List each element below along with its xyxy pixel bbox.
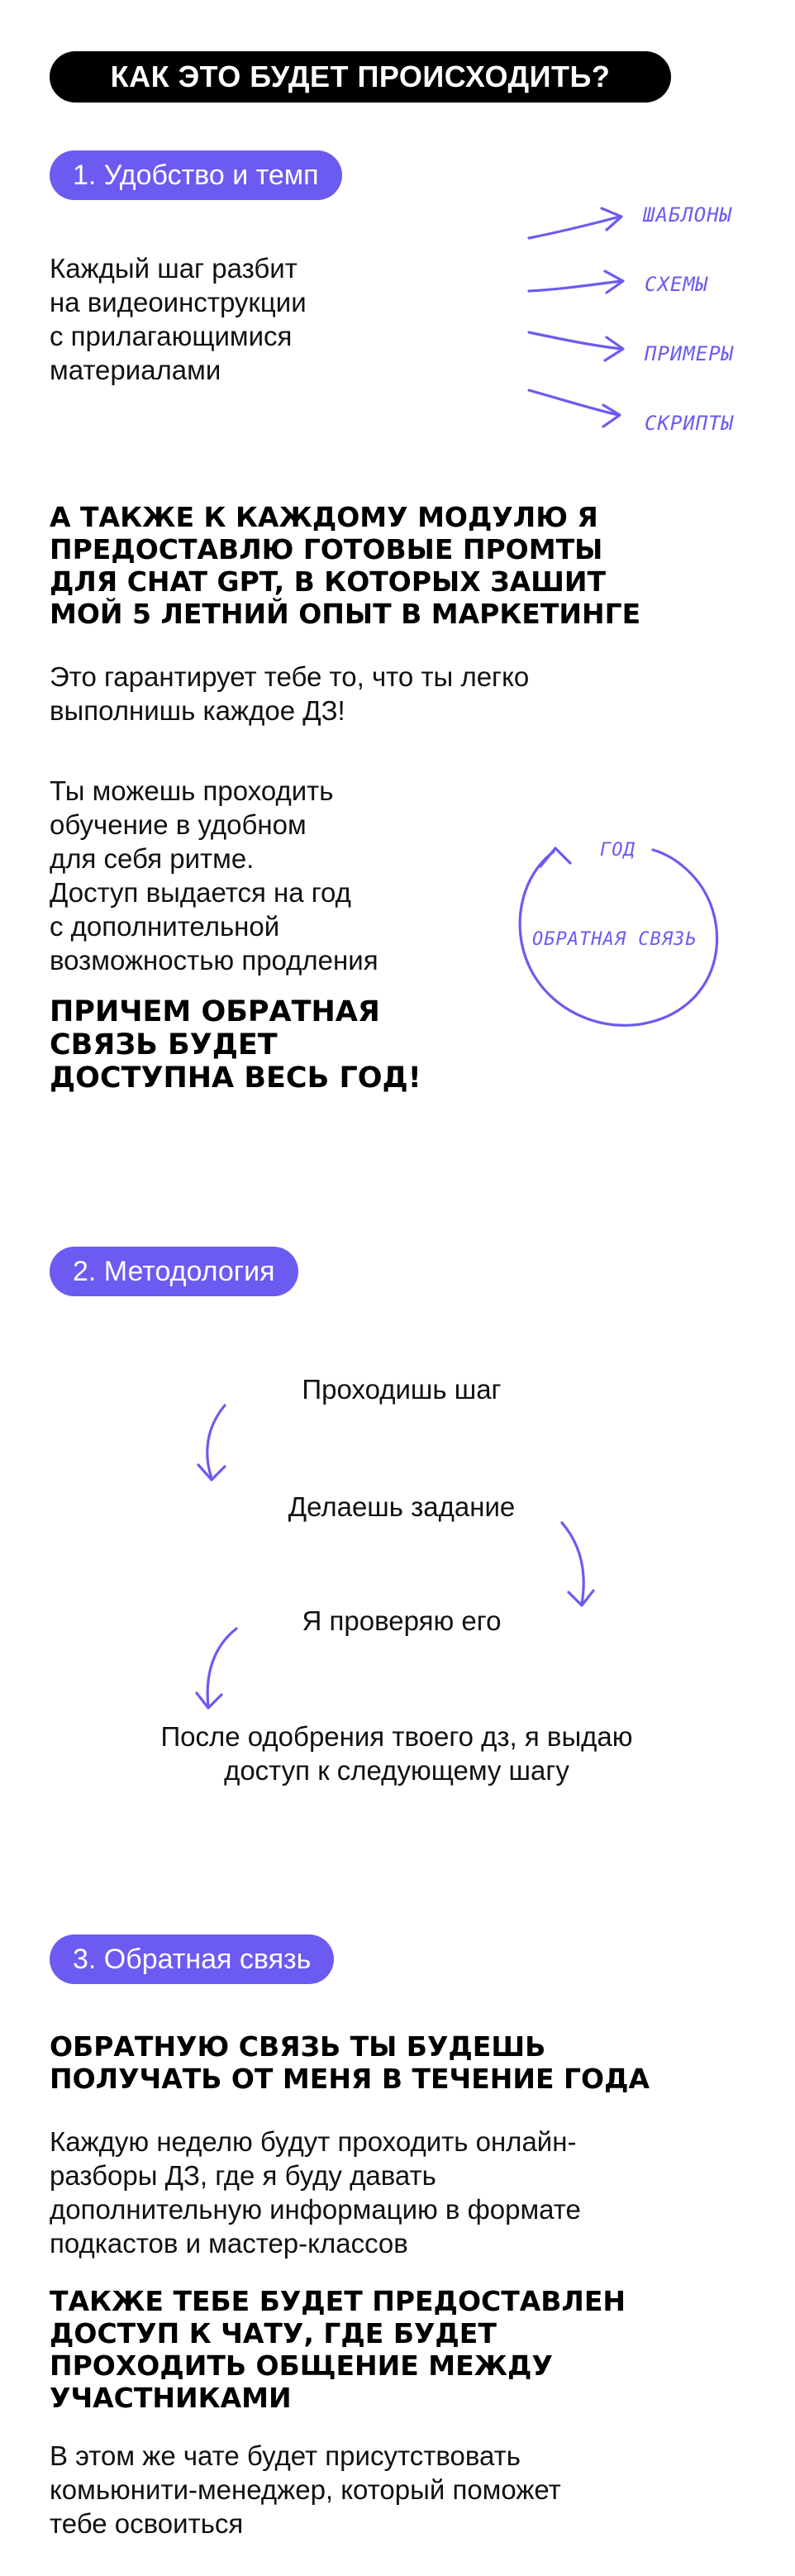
arrow-down-icon	[195, 1627, 238, 1710]
arrow-down-icon	[197, 1404, 226, 1481]
arrow-icon	[527, 331, 625, 362]
heading-line: УЧАСТНИКАМИ	[50, 2382, 292, 2414]
section-label-feedback: 3. Обратная связь	[50, 1934, 335, 1984]
cycle-label: ОБРАТНАЯ СВЯЗЬ	[532, 929, 697, 950]
arrow-icon	[527, 207, 623, 240]
heading-line: ДОСТУПНА ВЕСЬ ГОД!	[50, 1061, 421, 1095]
material-scripts: СКРИПТЫ	[645, 412, 735, 435]
text-line: Это гарантирует тебе то, что ты легко	[50, 661, 530, 692]
step-final: После одобрения твоего дз, я выдаю досту…	[66, 1720, 727, 1787]
text-line: дополнительную информацию в формате	[50, 2194, 581, 2225]
text-line: комьюнити-менеджер, который поможет	[50, 2474, 561, 2505]
step-check: Я проверяю его	[302, 1605, 502, 1636]
text-line: Каждый шаг разбит	[50, 253, 298, 284]
material-schemes: СХЕМЫ	[645, 273, 709, 296]
text-line: доступ к следующему шагу	[224, 1755, 569, 1786]
text-line: возможностью продления	[50, 945, 378, 976]
text-line: Доступ выдается на год	[50, 877, 351, 908]
heading-line: ПРИЧЕМ ОБРАТНАЯ	[50, 995, 380, 1028]
arrow-icon	[527, 389, 621, 428]
section-label-methodology: 2. Методология	[50, 1247, 298, 1296]
guarantee-text: Это гарантирует тебе то, что ты легко вы…	[50, 660, 777, 727]
pace-text: Ты можешь проходить обучение в удобном д…	[50, 774, 479, 977]
text-line: разборы ДЗ, где я буду давать	[50, 2160, 436, 2191]
heading-line: А ТАКЖЕ К КАЖДОМУ МОДУЛЮ Я	[50, 501, 598, 533]
text-line: материалами	[50, 355, 221, 385]
materials-arrows	[527, 207, 625, 428]
intro-text: Каждый шаг разбит на видеоинструкции с п…	[50, 251, 397, 387]
text-line: После одобрения твоего дз, я выдаю	[160, 1721, 633, 1752]
step-pass: Проходишь шаг	[302, 1374, 502, 1405]
heading-line: МОЙ 5 ЛЕТНИЙ ОПЫТ В МАРКЕТИНГЕ	[50, 598, 641, 630]
arrow-down-icon	[560, 1521, 595, 1607]
feedback-year-heading: ПРИЧЕМ ОБРАТНАЯ СВЯЗЬ БУДЕТ ДОСТУПНА ВЕС…	[50, 995, 512, 1095]
text-line: для себя ритме.	[50, 843, 255, 874]
heading-line: ДЛЯ CHAT GPT, В КОТОРЫХ ЗАШИТ	[50, 565, 607, 598]
heading-line: ОБРАТНУЮ СВЯЗЬ ТЫ БУДЕШЬ	[50, 2030, 546, 2063]
text-line: тебе освоиться	[50, 2508, 244, 2539]
text-line: Каждую неделю будут проходить онлайн-	[50, 2126, 577, 2157]
section-label-convenience: 1. Удобство и темп	[50, 150, 342, 200]
text-line: Ты можешь проходить	[50, 775, 334, 806]
text-line: выполнишь каждое ДЗ!	[50, 695, 345, 726]
text-line: с дополнительной	[50, 911, 280, 942]
heading-line: СВЯЗЬ БУДЕТ	[50, 1028, 278, 1061]
material-templates: ШАБЛОНЫ	[643, 203, 733, 227]
text-line: на видеоинструкции	[50, 287, 307, 317]
chat-text: В этом же чате будет присутствовать комь…	[50, 2439, 777, 2540]
step-task: Делаешь задание	[288, 1491, 516, 1522]
chat-heading: ТАКЖЕ ТЕБЕ БУДЕТ ПРЕДОСТАВЛЕН ДОСТУП К Ч…	[50, 2285, 777, 2414]
weekly-text: Каждую неделю будут проходить онлайн- ра…	[50, 2125, 777, 2260]
text-line: с прилагающимися	[50, 321, 293, 351]
prompts-heading: А ТАКЖЕ К КАЖДОМУ МОДУЛЮ Я ПРЕДОСТАВЛЮ Г…	[50, 501, 777, 630]
heading-line: ТАКЖЕ ТЕБЕ БУДЕТ ПРЕДОСТАВЛЕН	[50, 2285, 626, 2317]
feedback-heading: ОБРАТНУЮ СВЯЗЬ ТЫ БУДЕШЬ ПОЛУЧАТЬ ОТ МЕН…	[50, 2030, 777, 2095]
text-line: В этом же чате будет присутствовать	[50, 2440, 521, 2471]
text-line: обучение в удобном	[50, 809, 307, 840]
text-line: подкастов и мастер-классов	[50, 2228, 408, 2259]
heading-line: ДОСТУП К ЧАТУ, ГДЕ БУДЕТ	[50, 2317, 497, 2349]
heading-line: ПРЕДОСТАВЛЮ ГОТОВЫЕ ПРОМТЫ	[50, 533, 603, 565]
page-title: КАК ЭТО БУДЕТ ПРОИСХОДИТЬ?	[50, 51, 671, 103]
arrow-icon	[527, 270, 625, 294]
material-examples: ПРИМЕРЫ	[645, 342, 735, 365]
heading-line: ПРОХОДИТЬ ОБЩЕНИЕ МЕЖДУ	[50, 2349, 553, 2382]
cycle-year: ГОД	[600, 840, 636, 861]
heading-line: ПОЛУЧАТЬ ОТ МЕНЯ В ТЕЧЕНИЕ ГОДА	[50, 2063, 650, 2095]
cycle-circle-icon	[518, 847, 719, 1027]
